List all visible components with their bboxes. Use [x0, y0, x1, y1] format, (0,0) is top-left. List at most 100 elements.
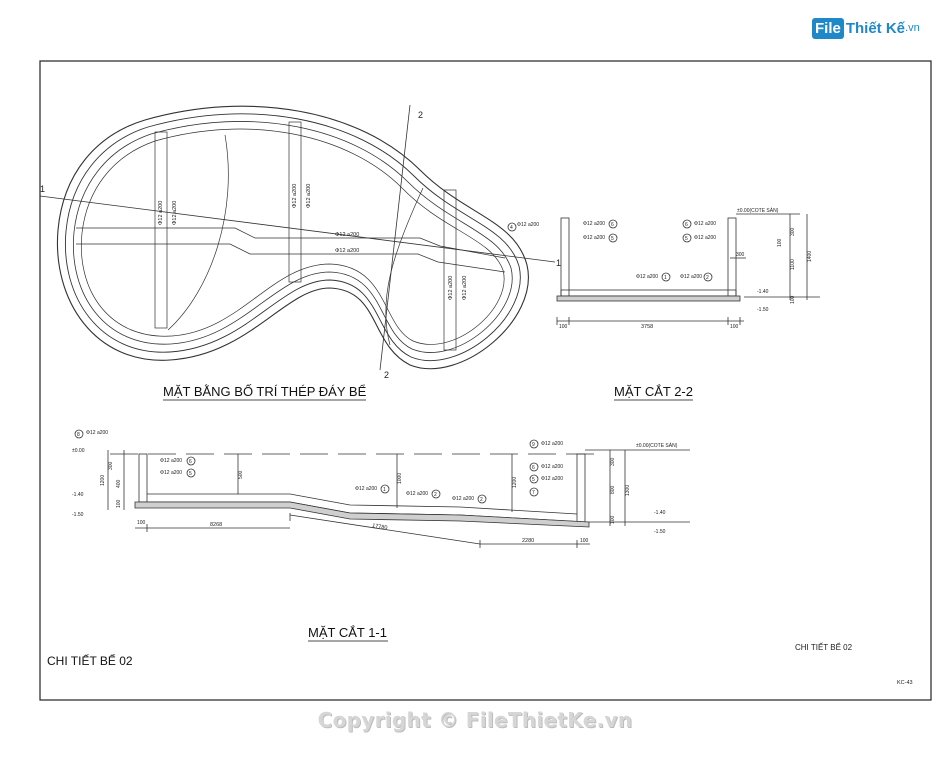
s11-level-right-top: ±0.00(COTE SÀN): [636, 442, 678, 449]
s22-dim-v-3: 1400: [807, 251, 813, 262]
s11-dim-left-v-2: 1200: [100, 475, 106, 486]
s11-wall-right: [576, 453, 586, 523]
sheet-code: KC-43: [897, 680, 913, 686]
s22-bubble-4: [682, 219, 692, 229]
section-1-1: [74, 429, 690, 548]
s11-bubble-8: [529, 462, 539, 472]
cut-mark-1-left: 1: [40, 184, 45, 194]
cut-line-2-2: [379, 104, 411, 371]
s11-rebar-label-2: Φ12 a200: [160, 458, 182, 464]
plan-rebar-label-3: Φ12 a200: [292, 184, 298, 208]
pool-outline-outer: [56, 105, 529, 370]
s11-dim-left-v-3: 400: [116, 479, 122, 488]
s11-bubble-9-num: 5: [532, 477, 535, 483]
plan-rebar-strip-1: [154, 131, 168, 329]
s22-level-bottom: -1.40: [757, 289, 769, 295]
s22-bubble-3: [608, 233, 618, 243]
s22-dim-v-4: 100: [777, 238, 783, 247]
s11-bubble-2: [186, 456, 196, 466]
s11-bubble-1-num: 8: [77, 432, 80, 438]
s11-bubble-5: [431, 489, 441, 499]
s11-wall-left: [138, 453, 148, 503]
s22-bubble-4-num: 6: [685, 222, 688, 228]
s11-rebar-label-7: Φ12 a200: [541, 441, 563, 447]
s22-rebar-label-4: Φ12 a200: [694, 221, 716, 227]
plan-rebar-band-bottom: [76, 243, 506, 273]
pool-outline-inner: [80, 128, 505, 345]
s11-level-left-top: ±0.00: [72, 448, 85, 454]
s11-bubble-6: [477, 494, 487, 504]
pool-outline-3: [72, 121, 513, 353]
cut-line-1-1: [39, 195, 556, 263]
s11-bubble-7: [529, 439, 539, 449]
s11-rebar-label-4: Φ12 a200: [355, 486, 377, 492]
s22-bubble-1: [507, 222, 517, 232]
s11-bubble-4-num: 1: [383, 487, 386, 493]
s11-dim-500: 500: [238, 470, 244, 479]
s11-rebar-label-3: Φ12 a200: [160, 470, 182, 476]
s11-bubble-6-num: 2: [480, 497, 483, 503]
s11-rebar-label-9: Φ12 a200: [541, 476, 563, 482]
s22-bubble-6: [661, 272, 671, 282]
plan-slope-curve-1: [167, 134, 229, 331]
s22-bubble-1-num: 4: [510, 225, 513, 231]
s11-bubble-2-num: 6: [189, 459, 192, 465]
s22-rebar-label-6: Φ12 a200: [636, 274, 658, 280]
sheet-border: [39, 60, 932, 701]
s11-dim-bottom-2280: 2280: [522, 538, 534, 544]
s11-dim-line-slope: [289, 514, 481, 545]
s22-rebar-label-2: Φ12 a200: [583, 221, 605, 227]
plan-rebar-label-7: Φ12 a200: [335, 232, 359, 238]
logo-brand-text: Thiết Kế: [845, 19, 906, 37]
s22-level-top: ±0.00(COTE SÀN): [737, 207, 779, 214]
s11-dim-bottom-17780: 17780: [372, 523, 388, 531]
s22-floor: [560, 289, 737, 297]
s11-bubble-3-num: 5: [189, 471, 192, 477]
s11-bubble-10: [529, 487, 539, 497]
s11-dim-bottom-100-right: 100: [580, 538, 589, 544]
title-section-2-2: MẶT CẮT 2-2: [614, 384, 693, 399]
s11-bubble-1: [74, 429, 84, 439]
s11-dim-1000: 1000: [397, 473, 403, 484]
s11-bubble-4: [380, 484, 390, 494]
s11-rebar-label-8: Φ12 a200: [541, 464, 563, 470]
plan-rebar-label-1: Φ12 a200: [158, 201, 164, 225]
s11-rebar-label-1: Φ12 a200: [86, 430, 108, 436]
s22-dim-small: 300: [736, 252, 745, 258]
s11-base-hatch: [134, 501, 590, 528]
s22-bubble-5: [682, 233, 692, 243]
plan-rebar-label-5: Φ12 a200: [448, 276, 454, 300]
s11-dim-left-v-1: 300: [108, 461, 114, 470]
s11-dim-bottom-8268: 8268: [210, 522, 222, 528]
pool-plan: [39, 104, 556, 371]
s22-dim-width: 3758: [641, 324, 653, 330]
s22-bubble-7-num: 2: [706, 275, 709, 281]
s11-dim-right-v-4: 100: [610, 515, 616, 524]
s22-bubble-2-num: 6: [611, 222, 614, 228]
s11-bubble-10-num: 7: [532, 490, 535, 496]
logo-file-box: File: [812, 17, 844, 39]
s22-wall-left: [560, 217, 570, 297]
s22-wall-right: [727, 217, 737, 297]
plan-rebar-strip-3: [443, 189, 457, 351]
sheet-name-small: CHI TIẾT BỂ 02: [795, 642, 853, 652]
s11-bubble-8-num: 6: [532, 465, 535, 471]
s22-bubble-6-num: 1: [664, 275, 667, 281]
s22-rebar-label-1: Φ12 a200: [517, 222, 539, 228]
s22-dim-v-1: 300: [790, 227, 796, 236]
s11-dim-bottom-100-left: 100: [137, 520, 146, 526]
plan-rebar-label-6: Φ12 a200: [462, 276, 468, 300]
s11-bubble-7-num: 9: [532, 442, 535, 448]
s22-bubble-2: [608, 219, 618, 229]
s11-dim-right-v-1: 300: [610, 457, 616, 466]
s11-level-right-bottom2: -1.50: [654, 529, 666, 535]
plan-rebar-band-top: [76, 227, 506, 259]
s22-dim-wall-right: 100: [730, 324, 739, 330]
s11-rebar-label-6: Φ12 a200: [452, 496, 474, 502]
s11-level-left-bottom2: -1.50: [72, 512, 84, 518]
s11-floor-top: [147, 493, 578, 515]
s11-level-right-bottom: -1.40: [654, 510, 666, 516]
logo-brand-tld: .vn: [905, 22, 920, 34]
copyright-watermark: Copyright © FileThietKe.vn: [317, 708, 633, 732]
filethietke-logo: File Thiết Kế .vn: [812, 14, 920, 42]
